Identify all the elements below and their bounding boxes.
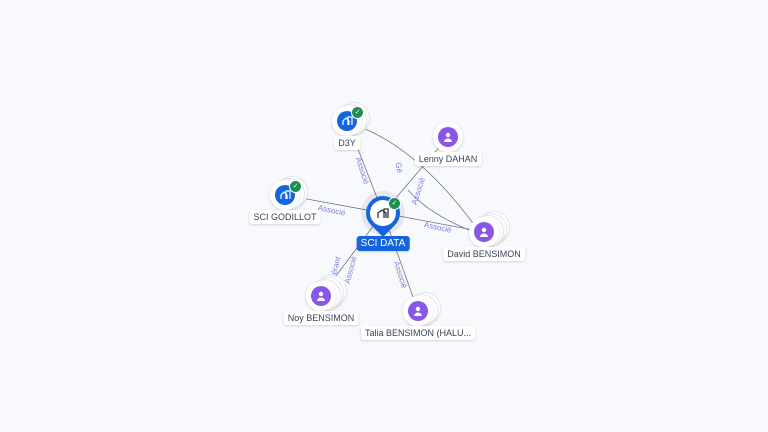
center-label: SCI DATA	[356, 236, 410, 251]
node-label: David BENSIMON	[443, 247, 525, 261]
verified-icon: ✓	[351, 106, 364, 119]
node-label: Noy BENSIMON	[283, 311, 359, 325]
building-icon	[279, 190, 291, 199]
person-icon	[414, 306, 422, 316]
building-icon	[341, 116, 353, 125]
node-label: Talia BENSIMON (HALU...	[360, 326, 476, 340]
node-label: D3Y	[334, 136, 360, 150]
person-icon	[480, 227, 488, 237]
node-label: Lenny DAHAN	[414, 152, 482, 166]
edge-david-2	[407, 189, 475, 233]
person-icon	[317, 291, 325, 301]
verified-icon: ✓	[388, 197, 401, 210]
building-icon	[377, 207, 389, 218]
verified-icon: ✓	[289, 180, 302, 193]
node-label: SCI GODILLOT	[249, 210, 321, 224]
person-icon	[444, 132, 452, 142]
edge-label: Gé	[393, 161, 405, 174]
